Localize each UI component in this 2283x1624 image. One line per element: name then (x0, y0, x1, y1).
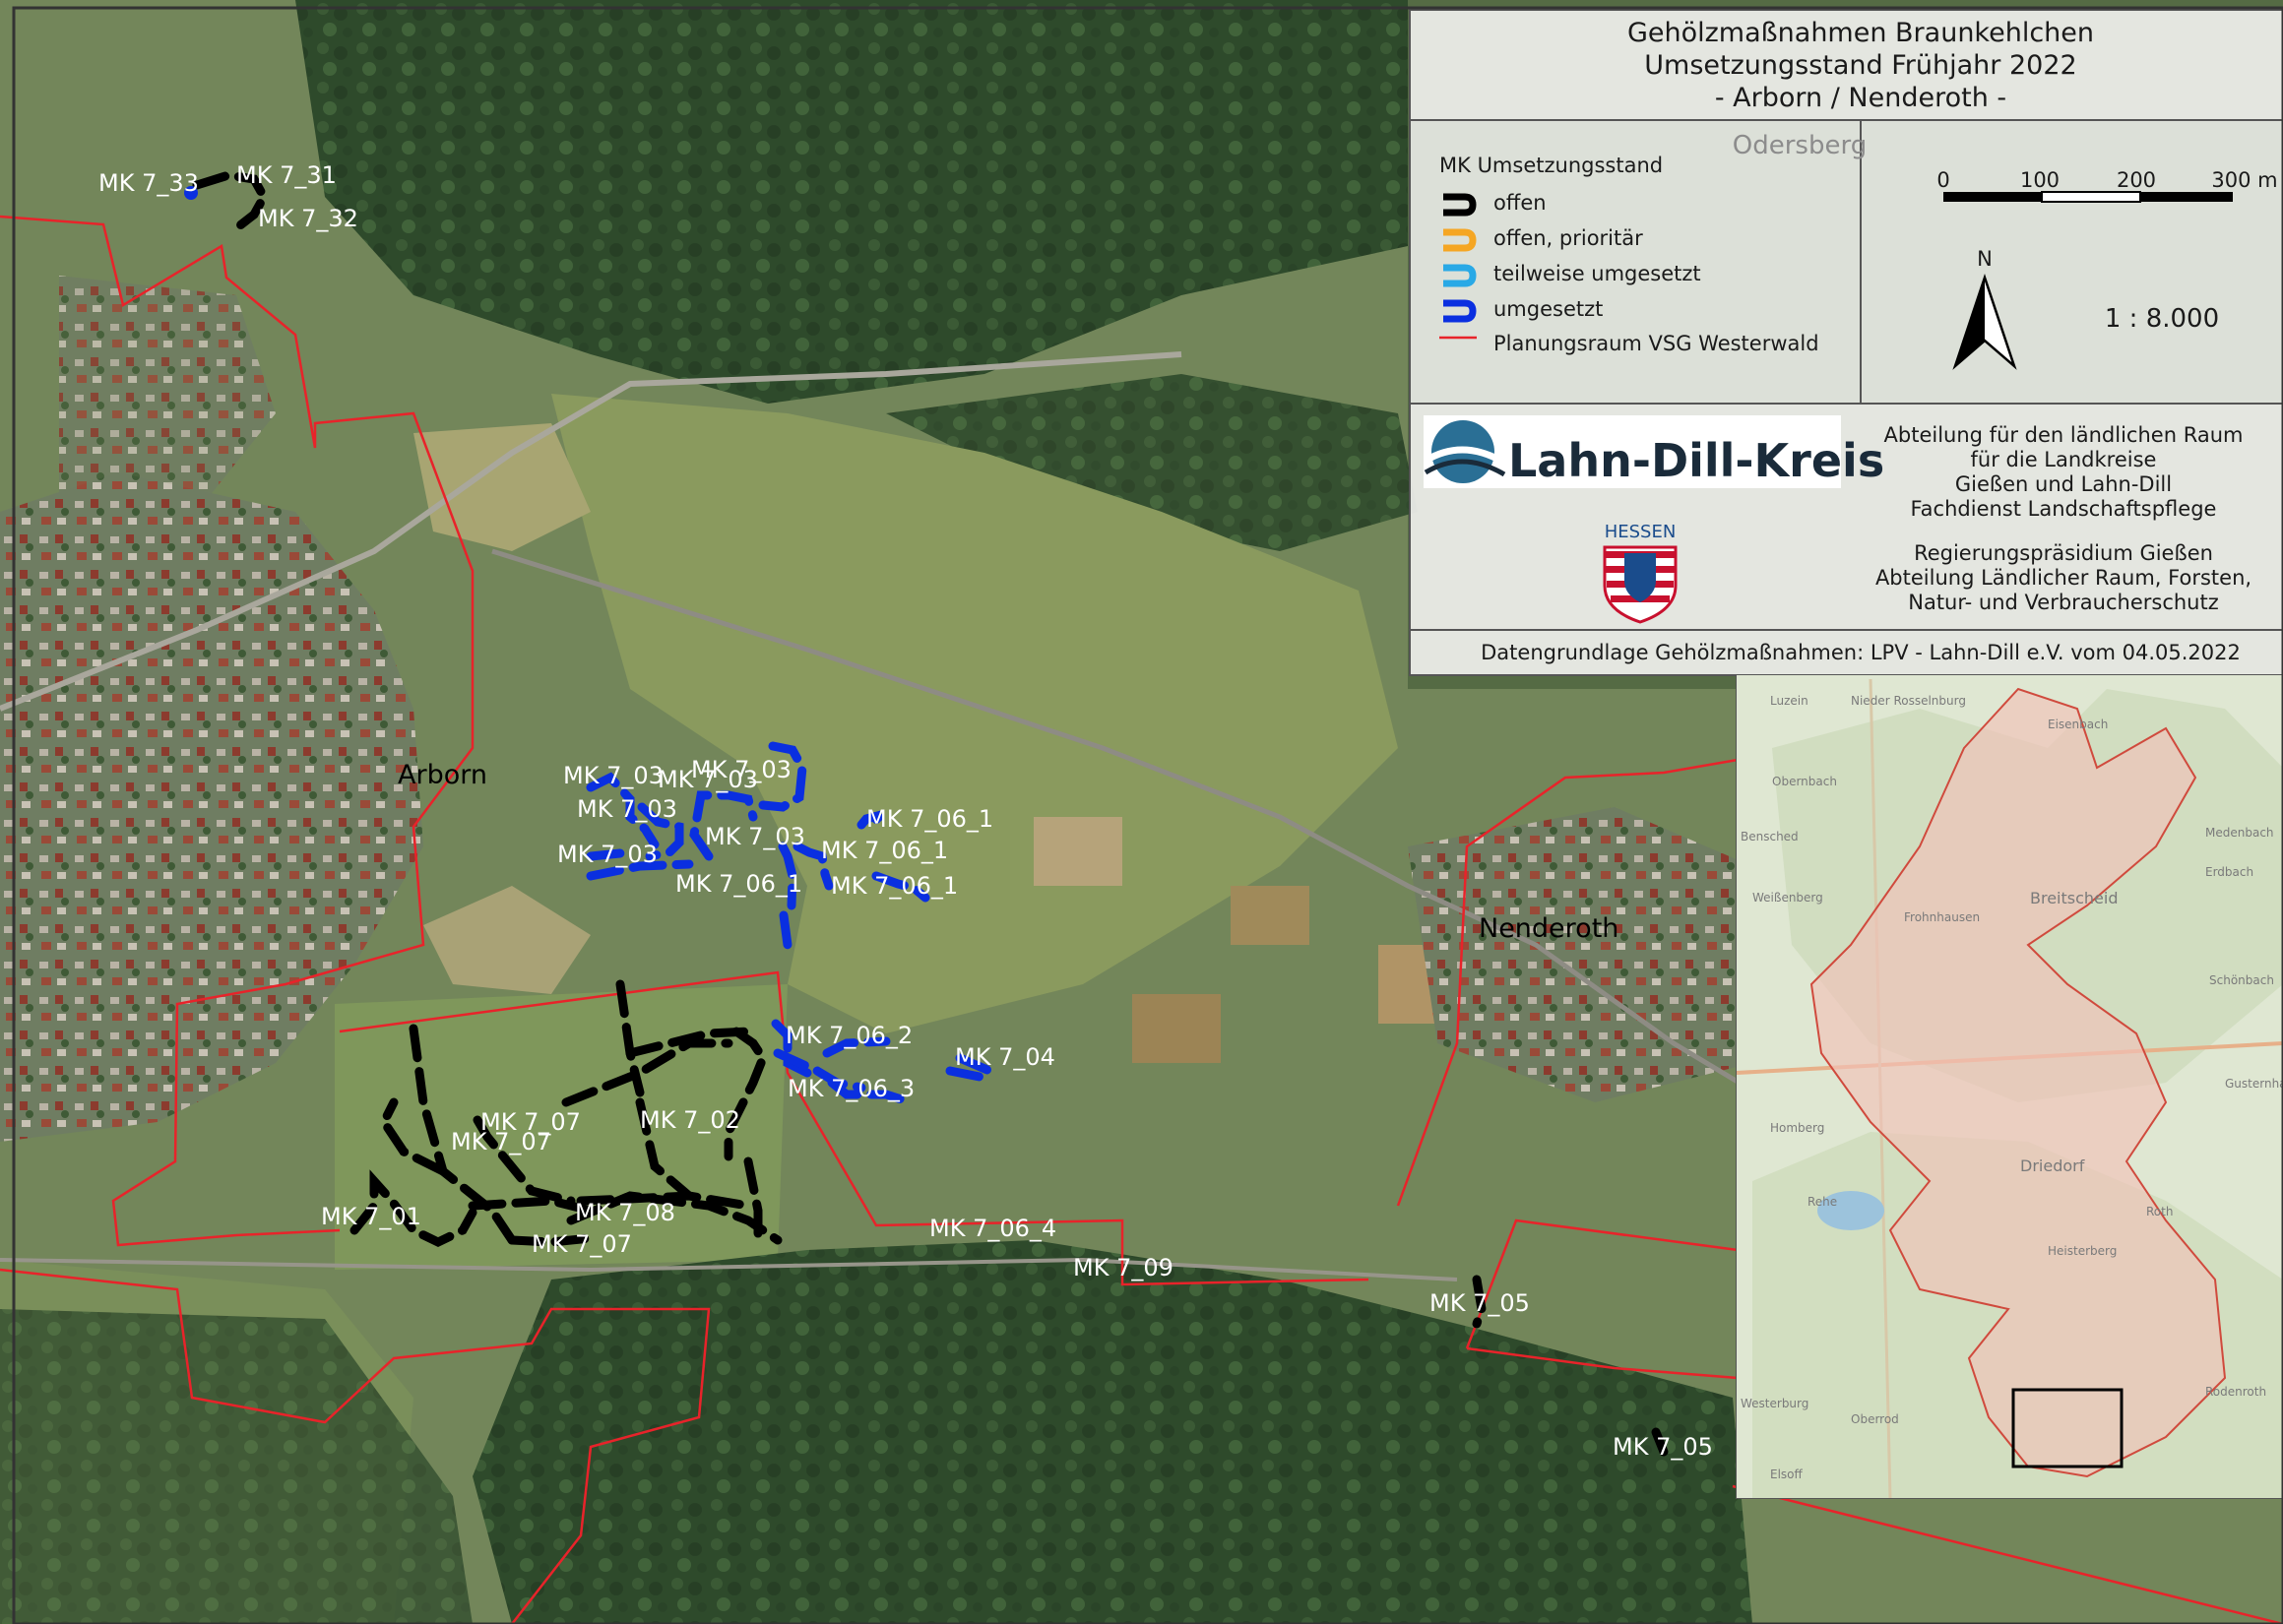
scale-tick: 200 (2117, 168, 2156, 192)
svg-text:Rehe: Rehe (1807, 1195, 1837, 1209)
org-text: Gießen und Lahn-Dill (1955, 472, 2172, 496)
measure-label: MK 7_32 (258, 205, 358, 232)
svg-text:Breitscheid: Breitscheid (2030, 889, 2118, 907)
org-text: Natur- und Verbraucherschutz (1908, 591, 2219, 614)
svg-text:Gusternhain: Gusternhain (2225, 1077, 2283, 1091)
measure-label: MK 7_03 (658, 766, 758, 793)
svg-text:HESSEN: HESSEN (1605, 522, 1677, 542)
measure-segments-open[interactable] (192, 170, 1669, 1457)
measure-label: MK 7_03 (705, 823, 805, 850)
svg-text:Lahn-Dill-Kreis: Lahn-Dill-Kreis (1508, 434, 1884, 487)
map-subtitle: Umsetzungsstand Frühjahr 2022 (1644, 50, 2076, 81)
svg-text:Erdbach: Erdbach (2205, 865, 2253, 879)
scale-bar: 0 100 200 300 m (1936, 168, 2278, 203)
svg-text:Obernbach: Obernbach (1772, 775, 1837, 788)
hessen-coat-of-arms-icon: HESSEN (1603, 522, 1678, 624)
svg-text:Heisterberg: Heisterberg (2048, 1244, 2117, 1258)
org-text: Regierungspräsidium Gießen (1914, 541, 2213, 565)
svg-text:N: N (1977, 247, 1993, 271)
measure-label: MK 7_06_3 (788, 1075, 915, 1102)
svg-text:Roth: Roth (2146, 1205, 2173, 1218)
measure-label: MK 7_06_1 (866, 805, 993, 833)
measure-label: MK 7_08 (575, 1199, 675, 1226)
org-text: für die Landkreise (1971, 448, 2157, 471)
legend-label: umgesetzt (1493, 297, 1603, 321)
svg-text:Nieder Rosselnburg: Nieder Rosselnburg (1851, 694, 1966, 708)
measure-labels: MK 7_33 MK 7_31 MK 7_32 MK 7_03 MK 7_03 … (98, 161, 1713, 1461)
measure-label: MK 7_03 (691, 756, 792, 783)
data-source-panel: Datengrundlage Gehölzmaßnahmen: LPV - La… (1409, 629, 2283, 676)
svg-text:Homberg: Homberg (1770, 1121, 1824, 1135)
svg-text:Westerburg: Westerburg (1741, 1397, 1808, 1410)
measure-label: MK 7_07 (532, 1230, 632, 1258)
scale-ratio: 1 : 8.000 (2105, 304, 2219, 334)
map-title: Gehölzmaßnahmen Braunkehlchen (1627, 18, 2094, 48)
organisation-panel: Lahn-Dill-Kreis HESSEN Abteilung für den… (1409, 403, 2283, 631)
legend-label: offen, prioritär (1493, 226, 1643, 250)
svg-text:Elsoff: Elsoff (1770, 1468, 1804, 1481)
legend-label: teilweise umgesetzt (1493, 262, 1701, 285)
svg-text:Weißenberg: Weißenberg (1752, 891, 1823, 905)
measure-label: MK 7_06_1 (821, 837, 948, 864)
measure-label: MK 7_07 (480, 1108, 581, 1136)
place-label-nenderoth: Nenderoth (1479, 913, 1618, 944)
svg-text:Bensched: Bensched (1741, 830, 1799, 843)
scale-tick: 0 (1936, 168, 1949, 192)
measure-label: MK 7_05 (1429, 1289, 1530, 1317)
data-source: Datengrundlage Gehölzmaßnahmen: LPV - La… (1481, 641, 2241, 664)
measure-label: MK 7_09 (1073, 1254, 1173, 1281)
legend-item-implemented: umgesetzt (1443, 297, 1603, 323)
svg-text:Eisenbach: Eisenbach (2048, 718, 2108, 731)
org-text: Abteilung Ländlicher Raum, Forsten, (1875, 566, 2251, 590)
org-text: Abteilung für den ländlichen Raum (1884, 423, 2244, 447)
legend-heading: MK Umsetzungsstand (1439, 154, 1663, 177)
measure-label: MK 7_03 (557, 841, 658, 868)
place-label-odersberg: Odersberg (1733, 131, 1867, 160)
measure-label: MK 7_02 (640, 1106, 740, 1134)
legend-label: offen (1493, 191, 1547, 215)
measure-label: MK 7_03 (577, 795, 677, 823)
svg-text:Driedorf: Driedorf (2020, 1156, 2085, 1175)
svg-text:Frohnhausen: Frohnhausen (1904, 910, 1980, 924)
legend-item-partly-implemented: teilweise umgesetzt (1443, 262, 1701, 287)
org-text: Fachdienst Landschaftspflege (1911, 497, 2217, 521)
north-arrow-icon: N (1952, 247, 2017, 370)
measure-label: MK 7_07 (451, 1128, 551, 1156)
svg-text:Oberrod: Oberrod (1851, 1412, 1899, 1426)
measure-label: MK 7_06_1 (831, 872, 958, 900)
overview-place-labels: Luzein Nieder Rosselnburg Eisenbach Ober… (1741, 694, 2283, 1481)
measure-label: MK 7_01 (321, 1203, 421, 1230)
legend-panel: MK Umsetzungsstand offen offen, prioritä… (1409, 119, 2283, 405)
map-frame (12, 6, 2283, 1624)
overview-map[interactable]: Luzein Nieder Rosselnburg Eisenbach Ober… (1736, 674, 2283, 1499)
scale-tick: 100 (2020, 168, 2060, 192)
overview-extent-frame (2011, 1388, 2124, 1468)
svg-text:Rodenroth: Rodenroth (2205, 1385, 2266, 1399)
measure-label: MK 7_31 (236, 161, 337, 189)
svg-text:Schönbach: Schönbach (2209, 973, 2274, 987)
scale-tick: 300 m (2211, 168, 2277, 192)
map-area: - Arborn / Nenderoth - (1715, 83, 2006, 113)
measure-label: MK 7_33 (98, 169, 199, 197)
measure-label: MK 7_03 (563, 762, 664, 789)
place-label-arborn: Arborn (398, 760, 487, 790)
measure-label: MK 7_06_4 (929, 1215, 1056, 1242)
lahn-dill-kreis-logo: Lahn-Dill-Kreis (1424, 415, 1884, 488)
svg-text:Luzein: Luzein (1770, 694, 1808, 708)
measure-label: MK 7_06_1 (675, 870, 802, 898)
legend-item-planning-area: Planungsraum VSG Westerwald (1439, 332, 1819, 355)
svg-text:Medenbach: Medenbach (2205, 826, 2274, 840)
legend-item-open-priority: offen, prioritär (1443, 226, 1643, 252)
title-block: Gehölzmaßnahmen Braunkehlchen Umsetzungs… (1409, 9, 2283, 121)
legend-label: Planungsraum VSG Westerwald (1493, 332, 1819, 355)
measure-label: MK 7_04 (955, 1043, 1055, 1071)
measure-label: MK 7_06_2 (786, 1022, 913, 1049)
legend-item-open: offen (1443, 191, 1547, 217)
measure-label: MK 7_05 (1613, 1433, 1713, 1461)
measure-segments-implemented[interactable] (184, 186, 994, 1107)
